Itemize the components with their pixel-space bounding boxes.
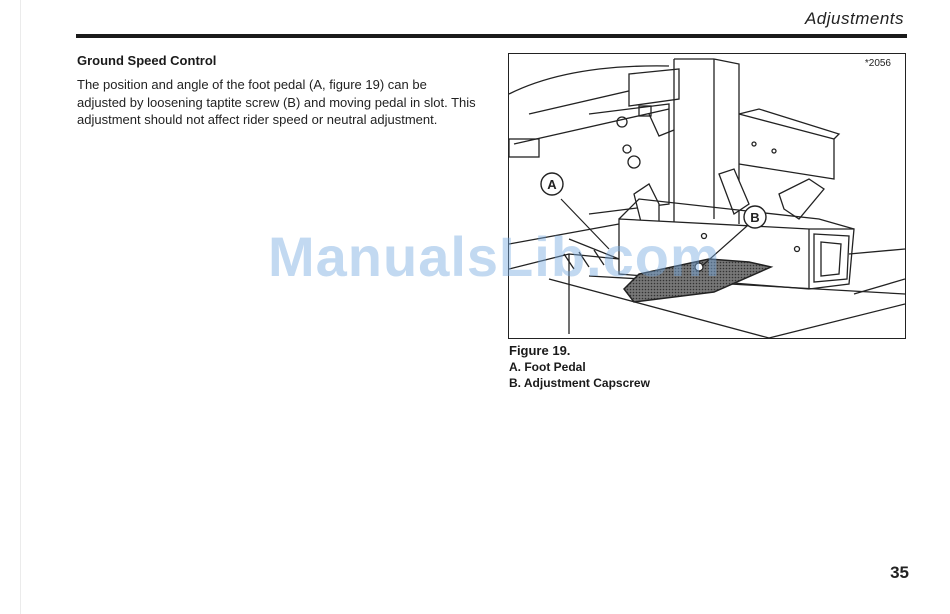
callout-b-label: B	[750, 210, 759, 225]
figure-caption: Figure 19. A. Foot Pedal B. Adjustment C…	[509, 343, 650, 391]
callout-b-circle	[743, 205, 767, 229]
section-header-title: Adjustments	[804, 9, 904, 28]
foot-pedal-shape	[623, 258, 774, 303]
callout-a-label: A	[547, 177, 557, 192]
section-body-text: The position and angle of the foot pedal…	[77, 77, 476, 127]
foot-pedal-drawing: A B	[509, 58, 905, 338]
figure-illustration: A B *2056	[508, 53, 906, 339]
section-heading: Ground Speed Control	[77, 53, 217, 68]
page-number: 35	[890, 563, 909, 582]
figure-title: Figure 19.	[509, 343, 571, 358]
callout-a-circle	[540, 172, 564, 196]
watermark: ManualsLib.com	[268, 225, 721, 288]
caption-item-a: A. Foot Pedal	[509, 360, 586, 374]
header-divider	[76, 34, 907, 38]
page-edge-line	[20, 0, 21, 614]
caption-item-b: B. Adjustment Capscrew	[509, 376, 650, 390]
figure-reference-number: *2056	[864, 58, 891, 69]
